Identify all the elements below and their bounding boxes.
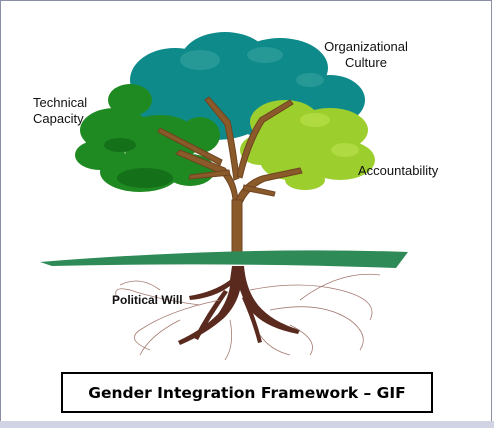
caption-box: Gender Integration Framework – GIF bbox=[61, 372, 433, 413]
frame-bottom-edge bbox=[0, 421, 494, 428]
label-accountability: Accountability bbox=[358, 163, 439, 178]
label-technical-capacity-line2: Capacity bbox=[33, 111, 84, 126]
tree-roots bbox=[178, 266, 300, 345]
tree-trunk bbox=[157, 96, 303, 256]
caption-title: Gender Integration Framework – GIF bbox=[88, 383, 406, 402]
fine-roots bbox=[115, 273, 381, 361]
ground-strip bbox=[40, 250, 408, 268]
label-political-will: Political Will bbox=[112, 293, 183, 307]
canopy-accountability-highlights bbox=[300, 113, 359, 157]
label-technical-capacity: Technical Capacity bbox=[33, 95, 87, 127]
label-organizational-culture-line1: Organizational bbox=[324, 39, 408, 54]
label-organizational-culture: Organizational Culture bbox=[318, 39, 414, 71]
label-organizational-culture-line2: Culture bbox=[345, 55, 387, 70]
canopy-technical-shadows bbox=[104, 138, 173, 188]
label-technical-capacity-line1: Technical bbox=[33, 95, 88, 110]
canopy-culture-highlights bbox=[180, 47, 324, 87]
